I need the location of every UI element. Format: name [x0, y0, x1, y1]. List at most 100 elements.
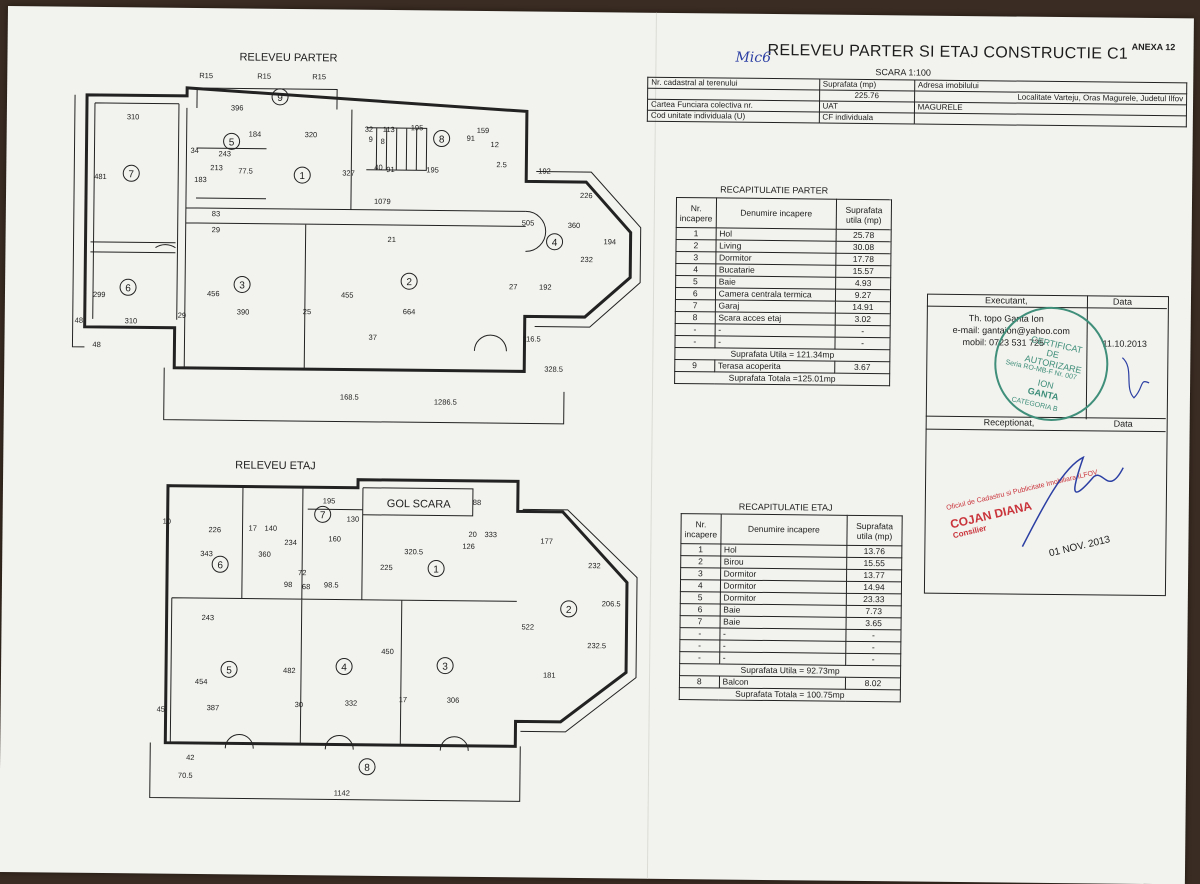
row-name: Bucatarie — [715, 263, 836, 278]
dimension-label: 184 — [249, 130, 262, 139]
dimension-label: 226 — [208, 525, 221, 534]
row-area: 8.02 — [845, 677, 901, 690]
dimension-label: 20 — [468, 530, 476, 539]
dimension-label: 243 — [218, 149, 231, 158]
parter-room-label: 7 — [128, 169, 134, 180]
col-nr-header: Nr. incapere — [676, 197, 717, 228]
dimension-label: 40 — [374, 163, 382, 172]
row-area: 3.67 — [834, 361, 890, 374]
room-marker — [433, 130, 451, 148]
dimension-label: 306 — [447, 696, 460, 705]
row-area: - — [845, 653, 901, 666]
parter-room-label: 5 — [229, 137, 235, 148]
dimension-label: 9 — [369, 135, 373, 144]
row-area: 17.78 — [835, 253, 891, 266]
parter-inner-wall — [92, 102, 180, 320]
recap-parter-table: Nr. incapere Denumire incapere Suprafata… — [674, 197, 892, 386]
row-name: Living — [715, 239, 837, 254]
row-nr: - — [679, 627, 720, 640]
room-marker — [293, 166, 311, 184]
row-name: Dormitor — [720, 579, 847, 594]
dimension-label: 91 — [467, 134, 475, 143]
suprafata-totala: Suprafata Totala = 100.75mp — [679, 687, 901, 702]
row-name: Garaj — [714, 299, 836, 314]
dimension-label: 8 — [381, 137, 385, 146]
row-nr: 9 — [674, 359, 715, 372]
dimension-label: 17 — [399, 695, 407, 704]
recap-parter-title: RECAPITULATIE PARTER — [720, 184, 829, 196]
row-area: 9.27 — [835, 289, 891, 302]
row-name: Baie — [715, 275, 836, 290]
dimension-label: 195 — [411, 123, 424, 132]
parter-bay — [524, 180, 632, 318]
etaj-bay-outer — [520, 508, 638, 733]
cod-unitate-label: Cod unitate individuala (U) — [647, 110, 819, 123]
dimension-label: 32 — [365, 125, 373, 134]
dimension-label: 140 — [264, 524, 277, 533]
dimension-label: 332 — [345, 699, 358, 708]
dimension-label: 168.5 — [340, 392, 359, 401]
dimension-label: 225 — [380, 563, 393, 572]
room-marker — [560, 600, 578, 618]
receptionat-date-label: Data — [1113, 418, 1133, 429]
dimension-label: 360 — [568, 221, 581, 230]
row-area: - — [835, 325, 891, 338]
dimension-label: 192 — [538, 167, 551, 176]
row-nr: 4 — [675, 263, 716, 276]
dimension-label: 481 — [94, 172, 107, 181]
dimension-label: 522 — [521, 622, 534, 631]
dimension-label: 505 — [522, 218, 535, 227]
dimension-label: 1142 — [334, 788, 350, 797]
uat-label: UAT — [818, 100, 915, 113]
row-area: 7.73 — [846, 605, 902, 618]
etaj-room-label: 7 — [320, 510, 326, 521]
dimension-label: 45 — [157, 705, 165, 714]
dimension-label: 195 — [426, 165, 439, 174]
room-marker — [122, 164, 140, 182]
parter-room-label: 6 — [125, 283, 131, 294]
dimension-label: 320.5 — [404, 547, 423, 556]
dimension-label: 390 — [237, 307, 250, 316]
etaj-plan-title: RELEVEU ETAJ — [235, 459, 316, 472]
row-area: 14.94 — [846, 581, 902, 594]
row-area: 23.33 — [846, 593, 902, 606]
col-name-header: Denumire incapere — [715, 197, 837, 230]
executant-label: Executant, — [984, 295, 1028, 306]
dimension-label: 29 — [212, 225, 220, 234]
dimension-label: 48 — [92, 340, 100, 349]
dimension-label: 450 — [381, 647, 394, 656]
etaj-partition — [169, 486, 517, 746]
col-nr-header: Nr. incapere — [680, 513, 721, 544]
row-area: 30.08 — [835, 241, 892, 254]
row-nr: - — [679, 651, 720, 664]
row-nr: 2 — [680, 555, 721, 568]
dimension-label: 333 — [484, 530, 497, 539]
dimension-label: 328.5 — [544, 365, 563, 374]
row-area: 15.57 — [835, 265, 891, 278]
row-name: Birou — [720, 555, 847, 570]
dimension-label: 77.5 — [238, 166, 253, 175]
room-marker — [220, 660, 238, 678]
row-area: - — [834, 337, 891, 350]
row-name: Dormitor — [720, 567, 847, 582]
etaj-room-label: 2 — [566, 605, 572, 616]
dimension-label: 183 — [194, 175, 207, 184]
row-nr: 8 — [679, 675, 720, 688]
row-nr: 5 — [675, 275, 716, 288]
etaj-outer-wall — [163, 478, 629, 748]
radius-label: R15 — [257, 72, 271, 81]
dimension-label: 213 — [210, 163, 223, 172]
row-name: Baie — [719, 603, 847, 618]
room-marker — [271, 88, 289, 106]
signature — [1021, 455, 1124, 547]
anexa-label: ANEXA 12 — [1131, 41, 1176, 53]
cf-individuala-value — [914, 112, 1187, 127]
room-marker — [546, 233, 564, 251]
dimension-label: 396 — [231, 103, 244, 112]
dimension-label: 343 — [200, 549, 213, 558]
dimension-label: 299 — [93, 290, 106, 299]
parter-room-label: 8 — [439, 135, 445, 146]
suprafata-totala: Suprafata Totala =125.01mp — [674, 371, 890, 386]
room-marker — [314, 505, 332, 523]
dimension-label: 195 — [323, 496, 336, 505]
